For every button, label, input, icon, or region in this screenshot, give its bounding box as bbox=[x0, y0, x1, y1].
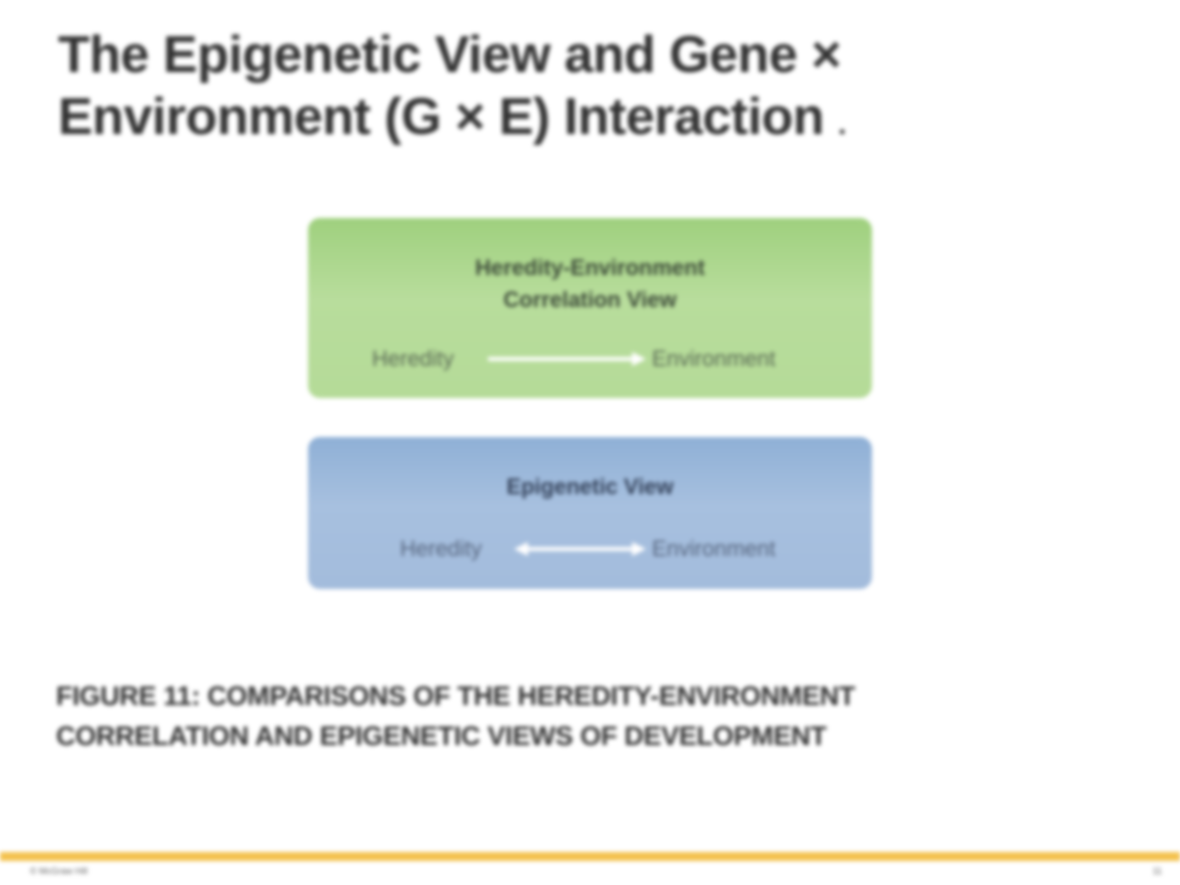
right-arrow-icon bbox=[488, 352, 646, 366]
epigenetic-view-arrow-row: Heredity Environment bbox=[308, 534, 872, 564]
correlation-heredity-label: Heredity bbox=[372, 346, 454, 371]
slide-title: The Epigenetic View and Gene × Environme… bbox=[58, 24, 958, 156]
footer-accent-bar bbox=[0, 852, 1180, 861]
correlation-view-box: Heredity-Environment Correlation View He… bbox=[308, 218, 872, 398]
title-line-2-text: Environment (G × E) Interaction bbox=[58, 88, 825, 146]
correlation-environment-label: Environment bbox=[652, 346, 776, 371]
double-arrow-icon bbox=[514, 542, 646, 556]
title-line-2: Environment (G × E) Interaction . bbox=[58, 86, 958, 156]
epigenetic-view-box: Epigenetic View Heredity Environment bbox=[308, 437, 872, 589]
title-trailing-mark: . bbox=[838, 108, 846, 141]
footer-page-number: 11 bbox=[1152, 866, 1162, 876]
correlation-view-heading-line-2: Correlation View bbox=[503, 287, 677, 312]
correlation-view-arrow-row: Heredity Environment bbox=[308, 344, 872, 374]
footer-copyright: © McGraw Hill bbox=[30, 866, 88, 876]
correlation-view-heading: Heredity-Environment Correlation View bbox=[308, 252, 872, 316]
caption-line-1: FIGURE 11: COMPARISONS OF THE HEREDITY-E… bbox=[56, 681, 856, 711]
correlation-view-heading-line-1: Heredity-Environment bbox=[475, 255, 705, 280]
epigenetic-environment-label: Environment bbox=[652, 536, 776, 561]
caption-line-2: CORRELATION AND EPIGENETIC VIEWS OF DEVE… bbox=[56, 721, 827, 751]
epigenetic-view-heading: Epigenetic View bbox=[308, 471, 872, 503]
title-line-1: The Epigenetic View and Gene × bbox=[58, 26, 842, 84]
epigenetic-view-heading-text: Epigenetic View bbox=[506, 474, 674, 499]
figure-caption: FIGURE 11: COMPARISONS OF THE HEREDITY-E… bbox=[56, 676, 1076, 756]
epigenetic-heredity-label: Heredity bbox=[400, 536, 482, 561]
